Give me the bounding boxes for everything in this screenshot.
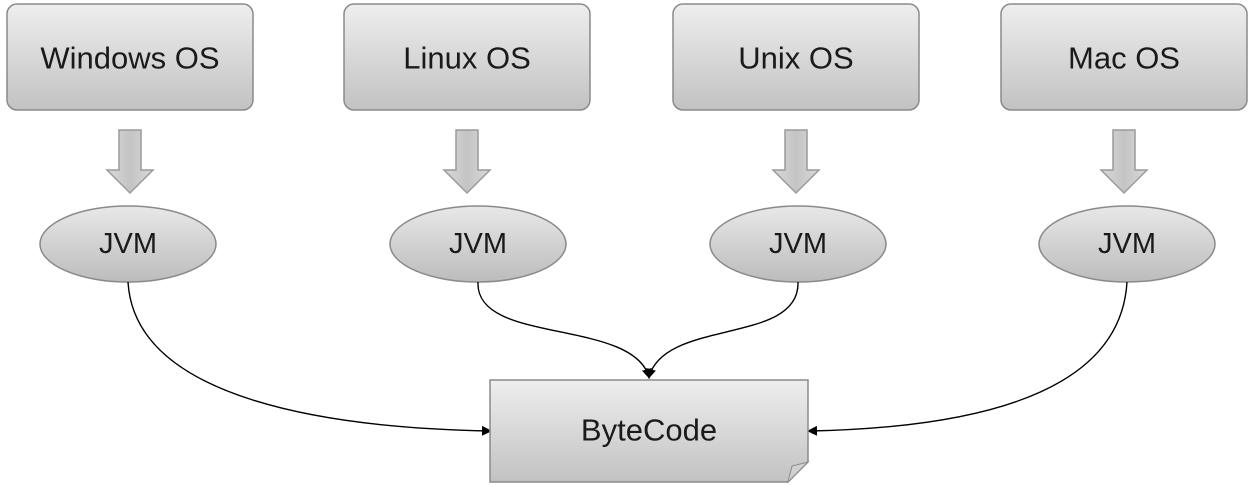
jvm-label-4: JVM <box>1098 228 1156 260</box>
jvm-node-4: JVM <box>1038 205 1216 283</box>
connector-jvm2-bytecode <box>477 281 652 379</box>
os-label-windows: Windows OS <box>40 41 219 76</box>
os-node-unix: Unix OS <box>672 3 920 111</box>
os-node-mac: Mac OS <box>1000 3 1248 111</box>
connector-jvm3-bytecode <box>646 281 799 379</box>
jvm-node-2: JVM <box>389 205 567 283</box>
bytecode-label: ByteCode <box>581 413 717 448</box>
jvm-label-2: JVM <box>449 228 507 260</box>
down-arrow-icon <box>771 129 821 195</box>
os-label-mac: Mac OS <box>1068 41 1180 76</box>
os-label-linux: Linux OS <box>403 41 531 76</box>
down-arrow-icon <box>442 129 492 195</box>
jvm-node-1: JVM <box>39 205 217 283</box>
bytecode-node: ByteCode <box>489 379 810 484</box>
os-label-unix: Unix OS <box>738 41 853 76</box>
down-arrow-icon <box>1099 129 1149 195</box>
down-arrow-icon <box>105 129 155 195</box>
folded-corner <box>787 461 810 484</box>
os-node-linux: Linux OS <box>343 3 591 111</box>
connector-jvm4-bytecode <box>807 281 1128 436</box>
jvm-node-3: JVM <box>709 205 887 283</box>
jvm-label-3: JVM <box>769 228 827 260</box>
jvm-label-1: JVM <box>99 228 157 260</box>
connector-jvm1-bytecode <box>127 281 492 436</box>
os-node-windows: Windows OS <box>6 3 254 111</box>
